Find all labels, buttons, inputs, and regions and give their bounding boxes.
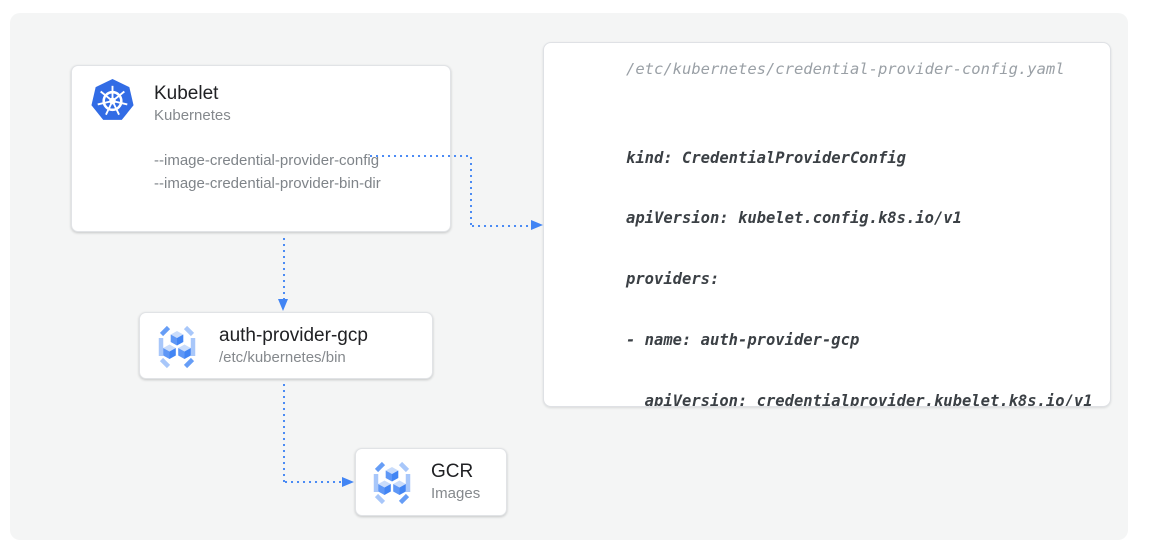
- arrowhead-into-gcr: [342, 477, 354, 487]
- connector-config-to-yaml-segment: [470, 157, 472, 226]
- yaml-line: - name: auth-provider-gcp: [626, 331, 860, 350]
- connector-config-to-yaml-segment: [370, 155, 472, 157]
- gcr-icon: [373, 461, 411, 505]
- auth-provider-gcp-node: auth-provider-gcp /etc/kubernetes/bin: [139, 312, 433, 379]
- kubelet-node: Kubelet Kubernetes --image-credential-pr…: [71, 65, 451, 232]
- auth-provider-title: auth-provider-gcp: [219, 324, 368, 346]
- kubelet-title: Kubelet: [154, 83, 219, 104]
- kubelet-flags: --image-credential-provider-config --ima…: [154, 149, 381, 195]
- arrowhead-into-auth-provider: [278, 299, 288, 311]
- connector-config-to-yaml-segment: [472, 225, 532, 227]
- connector-auth-to-gcr-segment: [283, 384, 285, 482]
- gcr-title: GCR: [431, 461, 474, 482]
- yaml-filename: /etc/kubernetes/credential-provider-conf…: [626, 60, 1065, 78]
- gcr-node: GCR Images: [355, 448, 507, 516]
- yaml-line: apiVersion: credentialprovider.kubelet.k…: [626, 392, 1093, 407]
- flag-image-credential-provider-config: --image-credential-provider-config: [154, 152, 380, 169]
- arrowhead-into-yaml-panel: [531, 220, 543, 230]
- flag-image-credential-provider-bin-dir: --image-credential-provider-bin-dir: [154, 175, 381, 192]
- gcr-subtitle: Images: [431, 485, 481, 502]
- credential-provider-config-panel: /etc/kubernetes/credential-provider-conf…: [543, 42, 1111, 407]
- kubelet-subtitle: Kubernetes: [154, 107, 231, 124]
- connector-auth-to-gcr-segment: [285, 481, 343, 483]
- connector-kubelet-to-auth-segment: [283, 238, 285, 300]
- yaml-line: providers:: [626, 270, 720, 289]
- yaml-line: apiVersion: kubelet.config.k8s.io/v1: [626, 209, 962, 228]
- yaml-code-block: kind: CredentialProviderConfig apiVersio…: [626, 107, 1110, 407]
- auth-provider-subtitle: /etc/kubernetes/bin: [219, 348, 346, 366]
- gcr-icon: [158, 325, 196, 369]
- yaml-line: kind: CredentialProviderConfig: [626, 148, 906, 167]
- kubernetes-icon: [91, 78, 134, 120]
